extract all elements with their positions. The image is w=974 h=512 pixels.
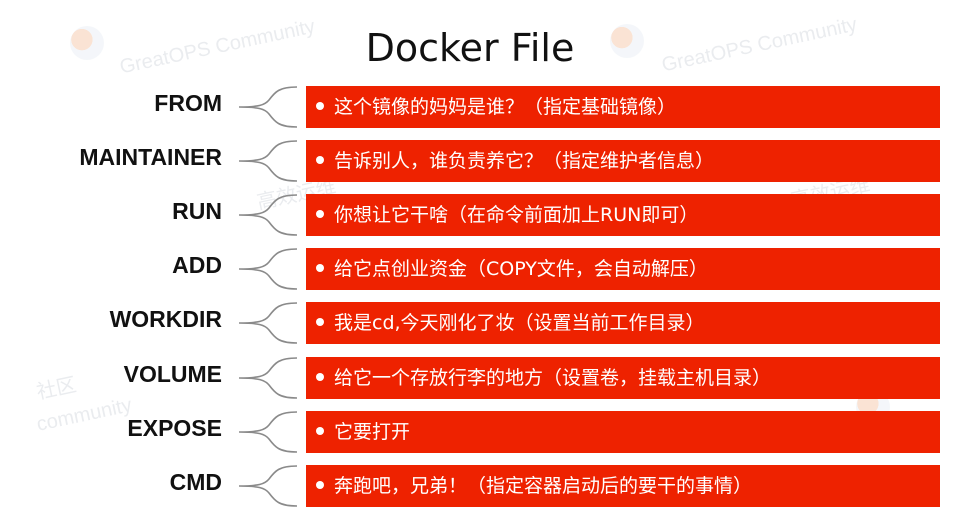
instruction-description: 我是cd,今天刚化了妆（设置当前工作目录） xyxy=(334,312,705,334)
instruction-keyword: ADD xyxy=(172,252,222,278)
brace-connector-icon xyxy=(238,411,298,453)
brace-connector-icon xyxy=(238,86,298,128)
brace-connector-icon xyxy=(238,194,298,236)
instruction-keyword: WORKDIR xyxy=(109,306,222,332)
brace-connector-icon xyxy=(238,465,298,507)
bullet-icon xyxy=(316,373,324,381)
watermark-logo xyxy=(70,26,104,60)
instruction-row: WORKDIR 我是cd,今天刚化了妆（设置当前工作目录） xyxy=(0,300,974,346)
instruction-description-bar: 你想让它干啥（在命令前面加上RUN即可） xyxy=(306,194,940,236)
instruction-row: VOLUME 给它一个存放行李的地方（设置卷，挂载主机目录） xyxy=(0,355,974,401)
instruction-keyword: FROM xyxy=(154,90,222,116)
brace-connector-icon xyxy=(238,302,298,344)
instruction-description-bar: 给它一个存放行李的地方（设置卷，挂载主机目录） xyxy=(306,357,940,399)
instruction-description-bar: 它要打开 xyxy=(306,411,940,453)
instruction-description: 它要打开 xyxy=(334,421,411,443)
instruction-description-bar: 告诉别人，谁负责养它？（指定维护者信息） xyxy=(306,140,940,182)
brace-connector-icon xyxy=(238,248,298,290)
instruction-keyword: VOLUME xyxy=(123,361,222,387)
bullet-icon xyxy=(316,102,324,110)
bullet-icon xyxy=(316,318,324,326)
instruction-row: RUN 你想让它干啥（在命令前面加上RUN即可） xyxy=(0,192,974,238)
brace-connector-icon xyxy=(238,140,298,182)
bullet-icon xyxy=(316,481,324,489)
instruction-row: ADD 给它点创业资金（COPY文件，会自动解压） xyxy=(0,246,974,292)
instruction-keyword: RUN xyxy=(172,198,222,224)
page-title: Docker File xyxy=(365,26,575,70)
bullet-icon xyxy=(316,156,324,164)
instruction-description: 给它点创业资金（COPY文件，会自动解压） xyxy=(334,258,708,280)
bullet-icon xyxy=(316,427,324,435)
instruction-description: 给它一个存放行李的地方（设置卷，挂载主机目录） xyxy=(334,367,772,389)
brace-connector-icon xyxy=(238,357,298,399)
instruction-keyword: MAINTAINER xyxy=(79,144,222,170)
instruction-description-bar: 这个镜像的妈妈是谁？（指定基础镜像） xyxy=(306,86,940,128)
bullet-icon xyxy=(316,210,324,218)
bullet-icon xyxy=(316,264,324,272)
watermark-logo xyxy=(610,24,644,58)
instruction-row: MAINTAINER 告诉别人，谁负责养它？（指定维护者信息） xyxy=(0,138,974,184)
instruction-row: CMD 奔跑吧，兄弟！（指定容器启动后的要干的事情） xyxy=(0,463,974,509)
instruction-description: 奔跑吧，兄弟！（指定容器启动后的要干的事情） xyxy=(334,475,753,497)
instruction-description: 你想让它干啥（在命令前面加上RUN即可） xyxy=(334,204,699,226)
instruction-description: 告诉别人，谁负责养它？（指定维护者信息） xyxy=(334,150,715,172)
instruction-description-bar: 我是cd,今天刚化了妆（设置当前工作目录） xyxy=(306,302,940,344)
instruction-row: FROM 这个镜像的妈妈是谁？（指定基础镜像） xyxy=(0,84,974,130)
instruction-description-bar: 奔跑吧，兄弟！（指定容器启动后的要干的事情） xyxy=(306,465,940,507)
instruction-keyword: EXPOSE xyxy=(127,415,222,441)
instruction-description-bar: 给它点创业资金（COPY文件，会自动解压） xyxy=(306,248,940,290)
instruction-keyword: CMD xyxy=(169,469,222,495)
instruction-description: 这个镜像的妈妈是谁？（指定基础镜像） xyxy=(334,96,677,118)
instruction-row: EXPOSE 它要打开 xyxy=(0,409,974,455)
